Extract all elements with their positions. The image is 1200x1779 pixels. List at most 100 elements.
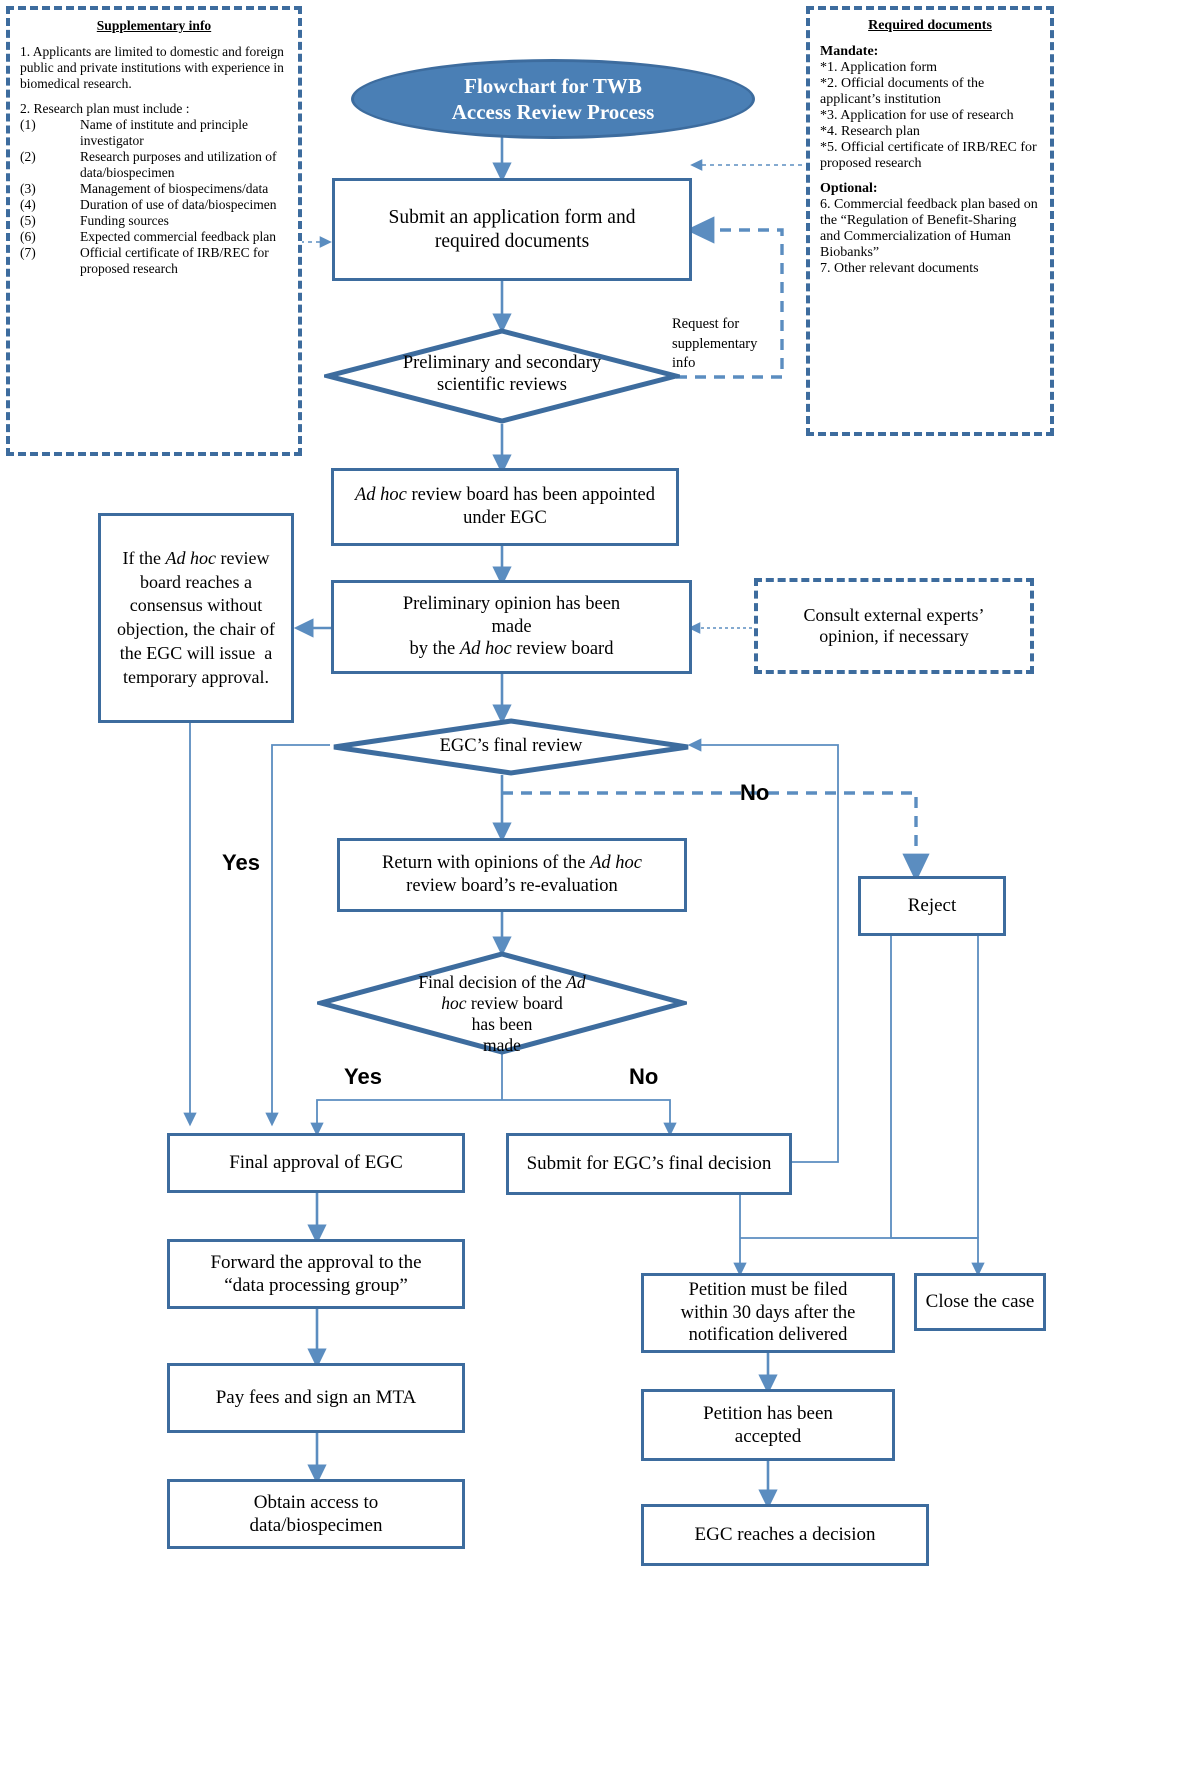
petition-accepted-line1: Petition has been	[703, 1402, 833, 1424]
optional-item: 7. Other relevant documents	[820, 261, 979, 276]
final-decision-line2b: review board	[466, 993, 563, 1013]
preliminary-opinion-line3c: review board	[511, 639, 614, 660]
node-petition-filed: Petition must be filed within 30 days af…	[641, 1273, 895, 1353]
list-item-text: Expected commercial feedback plan	[80, 229, 277, 244]
final-approval-label: Final approval of EGC	[229, 1152, 403, 1174]
consult-external-experts-note: Consult external experts’ opinion, if ne…	[754, 578, 1034, 674]
list-item: (4) Duration of use of data/biospecimen	[20, 197, 288, 213]
node-egc-final-review: EGC’s final review	[330, 718, 692, 776]
list-item: (5) Funding sources	[20, 213, 288, 229]
list-item-number: (3)	[20, 181, 36, 196]
preliminary-opinion-emphasis: Ad hoc	[459, 639, 512, 660]
list-item: (2) Research purposes and utilization of…	[20, 149, 288, 181]
list-item: (6) Expected commercial feedback plan	[20, 229, 288, 245]
temporary-approval-text: If the Ad hoc review board reaches a con…	[117, 547, 275, 687]
submit-final-decision-label: Submit for EGC’s final decision	[526, 1153, 772, 1175]
spacer	[820, 172, 1040, 181]
list-item-text: Management of biospecimens/data	[80, 181, 269, 196]
return-opinions-line1a: Return with opinions of the	[382, 853, 591, 874]
list-item-text: Official certificate of IRB/REC for prop…	[80, 245, 269, 276]
node-final-approval-egc: Final approval of EGC	[167, 1133, 465, 1193]
label-yes-final-decision: Yes	[344, 1064, 382, 1089]
optional-heading: Optional:	[820, 181, 878, 196]
request-supplementary-line1: Request for	[672, 316, 740, 332]
diamond-shape	[324, 328, 680, 424]
mandate-item: *5. Official certificate of IRB/REC for …	[820, 140, 1037, 171]
adhoc-appointed-line1: review board has been appointed	[406, 485, 656, 506]
reject-label: Reject	[907, 895, 957, 917]
node-scientific-reviews: Preliminary and secondary scientific rev…	[324, 327, 680, 425]
supplementary-info-title: Supplementary info	[96, 18, 212, 33]
obtain-access-line2: data/biospecimen	[249, 1515, 383, 1536]
close-case-label: Close the case	[925, 1291, 1035, 1313]
node-reject: Reject	[858, 876, 1006, 936]
list-item: (7) Official certificate of IRB/REC for …	[20, 245, 288, 277]
supplementary-item-1: 1. Applicants are limited to domestic an…	[20, 44, 284, 91]
petition-filed-line1: Petition must be filed	[688, 1280, 848, 1301]
flowchart-title-line1: Flowchart for TWB	[464, 73, 642, 98]
list-item-number: (1)	[20, 117, 36, 132]
petition-filed-line3: notification delivered	[688, 1325, 848, 1346]
diamond-shape	[317, 951, 687, 1055]
flowchart-title-text: Flowchart for TWB Access Review Process	[452, 73, 655, 126]
node-temporary-approval: If the Ad hoc review board reaches a con…	[98, 513, 294, 723]
node-pay-fees-sign-mta: Pay fees and sign an MTA	[167, 1363, 465, 1433]
required-documents-title: Required documents	[868, 18, 992, 33]
final-decision-line4: made	[483, 1035, 521, 1055]
label-no-final-decision: No	[629, 1064, 659, 1089]
adhoc-appointed-line2: under EGC	[463, 508, 547, 528]
node-close-the-case: Close the case	[914, 1273, 1046, 1331]
list-item-text: Name of institute and principle investig…	[80, 117, 248, 148]
required-documents-note: Required documents Mandate: *1. Applicat…	[806, 6, 1054, 436]
supplementary-info-note: Supplementary info 1. Applicants are lim…	[6, 6, 302, 456]
return-opinions-emphasis: Ad hoc	[590, 853, 642, 874]
mandate-item: *4. Research plan	[820, 124, 920, 139]
mandate-item: *1. Application form	[820, 60, 938, 75]
spacer	[20, 92, 288, 101]
preliminary-opinion-line1: Preliminary opinion has been	[402, 594, 621, 615]
scientific-reviews-line2: scientific reviews	[437, 375, 567, 396]
obtain-access-line1: Obtain access to	[253, 1491, 379, 1513]
optional-item: 6. Commercial feedback plan based on the…	[820, 197, 1038, 260]
mandate-item: *3. Application for use of research	[820, 108, 1014, 123]
list-item-text: Research purposes and utilization of dat…	[80, 149, 277, 180]
final-decision-emphasis-hoc: hoc	[441, 993, 467, 1013]
consult-line1: Consult external experts’	[803, 605, 985, 625]
node-obtain-access: Obtain access to data/biospecimen	[167, 1479, 465, 1549]
preliminary-opinion-line2: made	[491, 616, 532, 637]
egc-final-review-label: EGC’s final review	[439, 736, 583, 756]
mandate-heading: Mandate:	[820, 44, 879, 59]
node-forward-approval: Forward the approval to the “data proces…	[167, 1239, 465, 1309]
list-item-text: Funding sources	[80, 213, 169, 228]
request-supplementary-line3: info	[672, 355, 696, 372]
node-submit-egc-final-decision: Submit for EGC’s final decision	[506, 1133, 792, 1195]
mandate-item: *2. Official documents of the applicant’…	[820, 76, 985, 107]
node-petition-accepted: Petition has been accepted	[641, 1389, 895, 1461]
node-return-with-opinions: Return with opinions of the Ad hoc revie…	[337, 838, 687, 912]
list-item-number: (2)	[20, 149, 36, 164]
return-opinions-line2: review board’s re-evaluation	[406, 876, 618, 896]
list-item-number: (6)	[20, 229, 36, 244]
list-item-number: (4)	[20, 197, 36, 212]
node-preliminary-opinion: Preliminary opinion has been made by the…	[331, 580, 692, 674]
forward-approval-line2: “data processing group”	[224, 1275, 408, 1296]
scientific-reviews-line1: Preliminary and secondary	[402, 353, 602, 373]
node-final-decision-adhoc: Final decision of the Ad hoc review boar…	[317, 950, 687, 1056]
petition-filed-line2: within 30 days after the	[680, 1302, 856, 1323]
flowchart-title-ellipse: Flowchart for TWB Access Review Process	[351, 59, 755, 139]
temporary-approval-emphasis: Ad hoc	[165, 547, 216, 568]
consult-line2: opinion, if necessary	[819, 626, 969, 646]
node-adhoc-board-appointed: Ad hoc review board has been appointed u…	[331, 468, 679, 546]
label-no-egc-final-review: No	[740, 780, 770, 805]
list-item-number: (5)	[20, 213, 36, 228]
submit-application-line2: required documents	[434, 230, 590, 252]
final-decision-emphasis-ad: Ad	[566, 972, 586, 992]
label-yes-egc-final-review: Yes	[222, 850, 260, 875]
list-item: (1) Name of institute and principle inve…	[20, 117, 288, 149]
flowchart-title-line2: Access Review Process	[451, 100, 655, 124]
preliminary-opinion-line3a: by the	[409, 639, 460, 660]
node-submit-application: Submit an application form and required …	[332, 178, 692, 281]
adhoc-appointed-emphasis: Ad hoc	[354, 485, 407, 506]
final-decision-line3: has been	[471, 1014, 533, 1034]
